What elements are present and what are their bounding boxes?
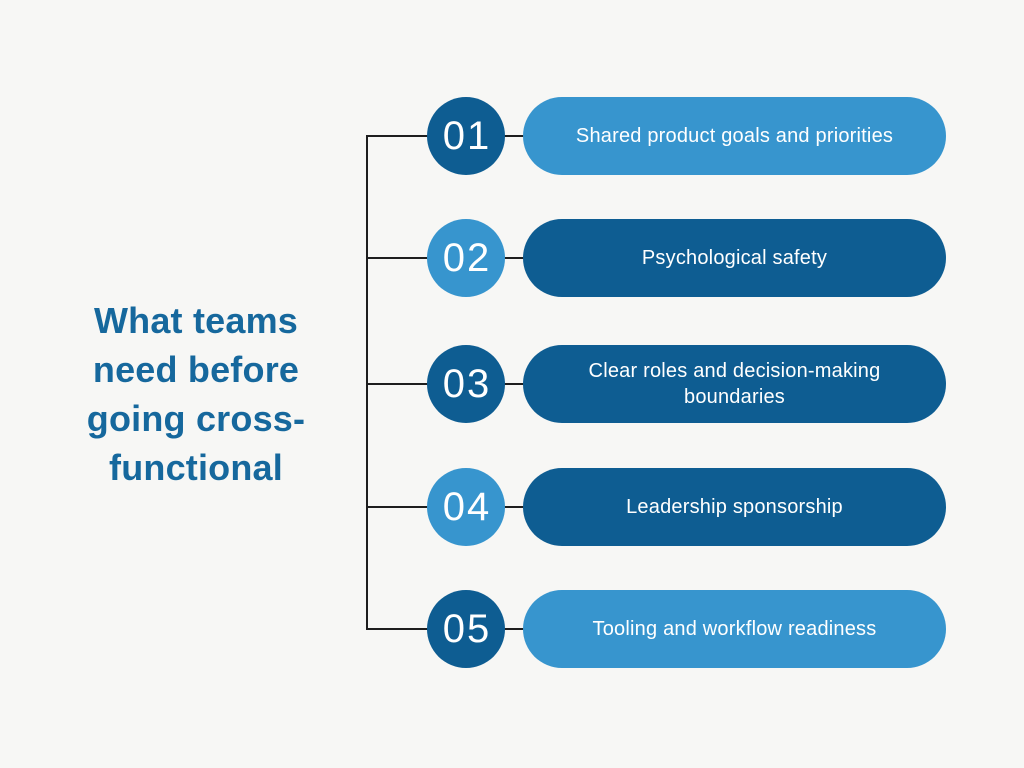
- step-number-badge: 02: [427, 219, 505, 297]
- step-label: Psychological safety: [641, 247, 828, 269]
- step-number-badge: 01: [427, 97, 505, 175]
- step-number-badge: 04: [427, 468, 505, 546]
- step-number: 03: [442, 361, 492, 406]
- step-pill: Tooling and workflow readiness: [523, 590, 946, 668]
- step-label: Tooling and workflow readiness: [592, 618, 877, 640]
- list-item: 03 Clear roles and decision-making bound…: [0, 344, 1024, 424]
- step-label: Shared product goals and priorities: [575, 125, 894, 147]
- step-number: 05: [442, 606, 492, 651]
- step-pill: Psychological safety: [523, 219, 946, 297]
- step-pill: Leadership sponsorship: [523, 468, 946, 546]
- list-item: 02 Psychological safety: [0, 218, 1024, 298]
- step-number-badge: 03: [427, 345, 505, 423]
- step-number-badge: 05: [427, 590, 505, 668]
- step-pill: Clear roles and decision-making boundari…: [523, 345, 946, 423]
- step-pill: Shared product goals and priorities: [523, 97, 946, 175]
- step-number: 01: [442, 113, 492, 158]
- step-label: Clear roles and decision-making boundari…: [588, 360, 881, 408]
- page-title: What teams need before going cross-funct…: [86, 300, 306, 488]
- list-item: 04 Leadership sponsorship: [0, 467, 1024, 547]
- list-item: 05 Tooling and workflow readiness: [0, 589, 1024, 669]
- connector-vertical-line: [366, 136, 368, 629]
- list-item: 01 Shared product goals and priorities: [0, 96, 1024, 176]
- step-number: 02: [442, 235, 492, 280]
- step-number: 04: [442, 484, 492, 529]
- step-label: Leadership sponsorship: [626, 496, 843, 518]
